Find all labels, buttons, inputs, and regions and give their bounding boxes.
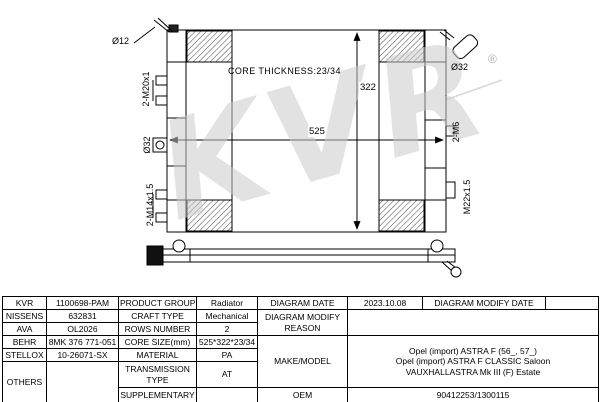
core-thickness-label: CORE THICKNESS:23/34 (228, 66, 341, 76)
spec-value: Mechanical (196, 309, 258, 323)
spec-label: MATERIAL (118, 348, 197, 362)
brand-code: 632831 (46, 309, 119, 323)
dimension-lines (169, 32, 444, 230)
oem-label: OEM (257, 387, 348, 402)
brand-name: AVA (2, 322, 47, 336)
spec-label: ROWS NUMBER (118, 322, 197, 336)
brand-name: STELLOX (2, 348, 47, 362)
make-model-line: Opel (import) ASTRA F CLASSIC Saloon (395, 356, 551, 367)
make-model-label: MAKE/MODEL (257, 335, 348, 388)
top-left-pipe-diameter-label: Ø12 (112, 36, 130, 46)
spec-value (196, 387, 258, 402)
right-lower-port-label: M22x1.5 (462, 179, 472, 215)
brand-name: NISSENS (2, 309, 47, 323)
brand-code: 10-26071-SX (46, 348, 119, 362)
spec-value: AT (196, 361, 258, 388)
radiator-front-view (133, 17, 479, 233)
diagram-date-label: DIAGRAM DATE (257, 296, 348, 310)
left-mid-port-label: Ø32 (142, 136, 152, 154)
spec-value: 2 (196, 322, 258, 336)
spec-label: PRODUCT GROUP (118, 296, 197, 310)
diagram-modify-date-label: DIAGRAM MODIFY DATE (422, 296, 546, 310)
radiator-technical-drawing (133, 17, 503, 278)
brand-code: 8MK 376 771-051 (46, 335, 119, 349)
spec-label: CRAFT TYPE (118, 309, 197, 323)
make-model-line: Opel (import) ASTRA F (56_, 57_) (408, 346, 538, 357)
spec-label: SUPPLEMENTARY (118, 387, 197, 402)
diagram-date-value: 2023.10.08 (347, 296, 423, 310)
spec-table-container: KVR 1100698-PAM PRODUCT GROUP Radiator D… (2, 296, 599, 402)
brand-code (46, 361, 119, 402)
radiator-side-view (146, 239, 462, 278)
brand-name: OTHERS (2, 361, 47, 402)
left-lower-port-label: 2-M14x1.5 (145, 183, 155, 227)
spec-value: PA (196, 348, 258, 362)
spec-table: KVR 1100698-PAM PRODUCT GROUP Radiator D… (2, 296, 599, 402)
brand-code: 1100698-PAM (46, 296, 119, 310)
make-model-value: Opel (import) ASTRA F (56_, 57_) Opel (i… (347, 335, 599, 388)
spec-label: CORE SIZE(mm) (118, 335, 197, 349)
top-right-pipe-diameter-label: Ø32 (451, 62, 469, 72)
brand-name: KVR (2, 296, 47, 310)
diagram-modify-reason-value (347, 309, 599, 336)
width-dimension-label: 525 (308, 126, 326, 137)
diagram-modify-date-value (545, 296, 599, 310)
oem-value: 90412253/1300115 (347, 387, 599, 402)
spec-label: TRANSMISSION TYPE (118, 361, 197, 388)
make-model-line: VAUXHALLASTRA Mk III (F) Estate (405, 366, 541, 377)
right-mid-port-label: 2-M6 (451, 121, 461, 143)
brand-name: BEHR (2, 335, 47, 349)
left-upper-port-label: 2-M20x1 (141, 71, 151, 107)
height-dimension-label: 322 (359, 82, 377, 93)
diagram-modify-reason-label: DIAGRAM MODIFY REASON (257, 309, 348, 336)
spec-value: 525*322*23/34 (196, 335, 258, 349)
spec-value: Radiator (196, 296, 258, 310)
brand-code: OL2026 (46, 322, 119, 336)
